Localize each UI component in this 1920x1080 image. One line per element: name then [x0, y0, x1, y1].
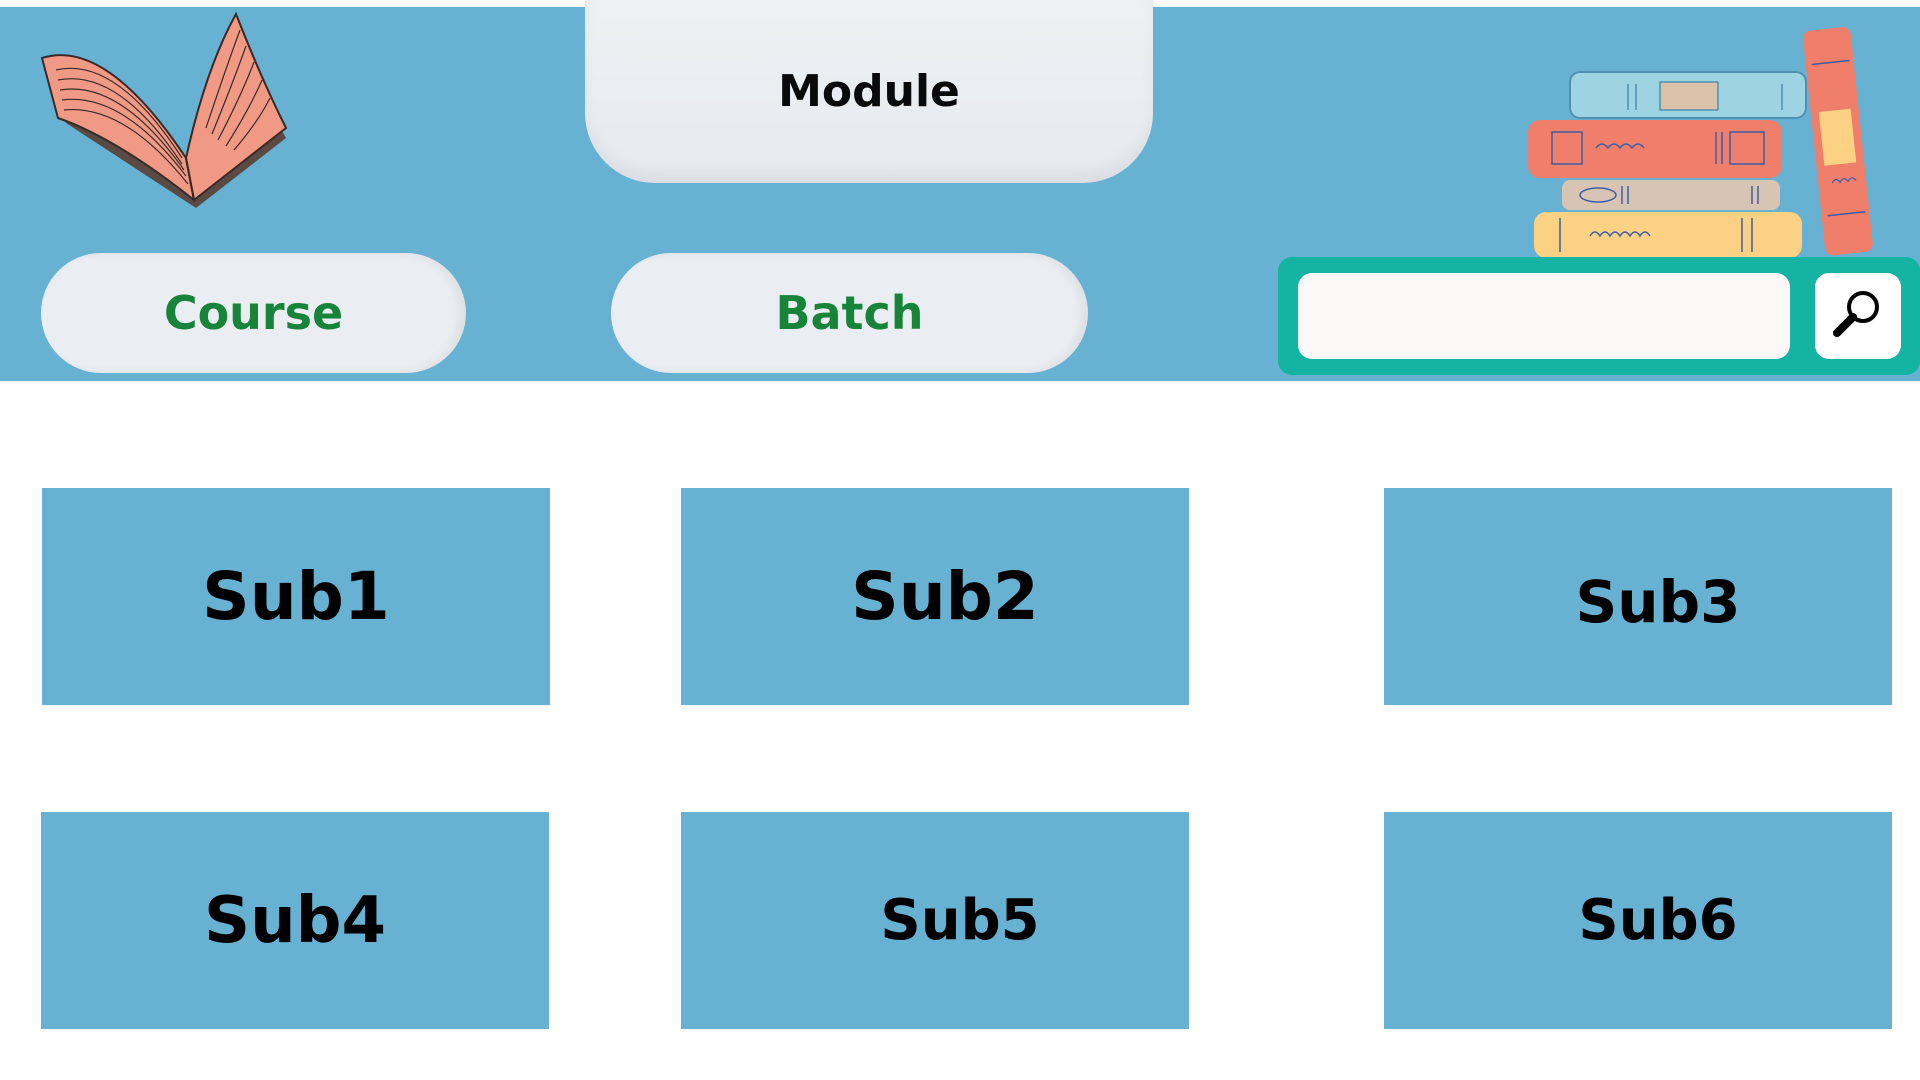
subject-tile-sub2[interactable]: Sub2	[681, 488, 1189, 705]
search-button[interactable]	[1815, 273, 1901, 359]
subject-tile-sub1[interactable]: Sub1	[42, 488, 550, 705]
open-book-icon	[36, 8, 296, 212]
course-button[interactable]: Course	[41, 253, 466, 373]
subject-label: Sub1	[202, 558, 390, 635]
subject-label: Sub5	[880, 888, 1040, 953]
subject-label: Sub2	[851, 558, 1039, 635]
subject-label: Sub3	[1575, 567, 1741, 636]
subject-label: Sub4	[204, 883, 386, 958]
book-stack-icon	[1520, 22, 1890, 260]
subject-tile-sub3[interactable]: Sub3	[1384, 488, 1892, 705]
module-button[interactable]: Module	[585, 0, 1153, 183]
search-bar	[1278, 257, 1920, 375]
batch-button[interactable]: Batch	[611, 253, 1088, 373]
subject-tile-sub5[interactable]: Sub5	[681, 812, 1189, 1029]
subject-tile-sub4[interactable]: Sub4	[41, 812, 549, 1029]
magnifier-icon	[1829, 285, 1887, 347]
subject-label: Sub6	[1578, 888, 1738, 953]
subject-tile-sub6[interactable]: Sub6	[1384, 812, 1892, 1029]
search-input[interactable]	[1298, 273, 1790, 359]
